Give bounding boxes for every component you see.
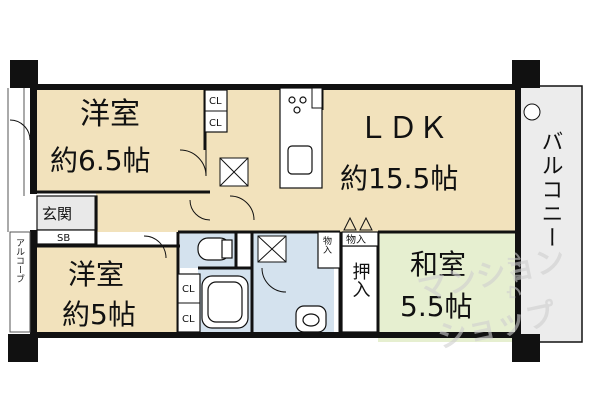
western-room-2-name: 洋室	[68, 258, 124, 291]
kitchen-sink-icon	[287, 145, 313, 175]
japanese-room-size: 5.5帖	[400, 290, 473, 323]
door-swings	[9, 119, 373, 293]
stove-burner-icon	[293, 106, 301, 114]
entrance-floor	[37, 196, 97, 232]
balcony-label: バルコニー	[538, 130, 563, 250]
refrigerator-icon	[219, 157, 249, 187]
balcony-area	[517, 85, 583, 343]
western-room-2-size: 約5帖	[62, 298, 136, 331]
storage-box-1	[317, 231, 341, 269]
storage-label: 物入	[346, 233, 366, 246]
western-room-1-size: 約6.5帖	[50, 144, 151, 177]
bathtub-icon	[201, 275, 249, 329]
kitchen-counter	[279, 87, 323, 189]
ldk-room	[322, 86, 518, 232]
western-room-2	[37, 246, 177, 334]
closet-label: CL	[182, 314, 195, 325]
closet-label: CL	[182, 284, 195, 295]
stove-burner-icon	[288, 96, 296, 104]
closet-western-1: CL CL	[204, 89, 228, 133]
japanese-room-name: 和室	[410, 248, 466, 281]
pantry-box	[311, 87, 323, 109]
storage-label: 物入	[321, 235, 332, 254]
washing-machine-icon	[257, 235, 287, 263]
japanese-room	[378, 232, 518, 342]
ldk-size: 約15.5帖	[340, 162, 458, 195]
corridor-walls	[7, 88, 25, 232]
toilet-icon	[197, 237, 233, 261]
hall-floor	[96, 192, 324, 232]
ac-unit-icon	[523, 103, 541, 121]
alcove-area	[9, 231, 31, 333]
oshiire-label: 押入	[350, 262, 371, 298]
svg-text:ウィル: ウィル	[505, 252, 524, 300]
shoe-box-label: SB	[57, 233, 70, 244]
entrance-label: 玄関	[42, 205, 72, 223]
outer-walls	[8, 60, 540, 362]
closet-western-2: CL CL	[177, 273, 201, 333]
western-room-1	[37, 86, 205, 192]
alcove-label: アルコーブ	[14, 238, 25, 283]
ldk-name: ＬＤＫ	[358, 111, 448, 146]
interior-walls	[37, 88, 518, 334]
western-room-1-name: 洋室	[80, 97, 140, 132]
storage-box-2	[341, 231, 379, 247]
shoe-box	[36, 229, 96, 245]
closet-label: CL	[209, 118, 222, 129]
stove-burner-icon	[299, 96, 307, 104]
washbasin-icon	[295, 305, 327, 333]
closet-label: CL	[209, 96, 222, 107]
